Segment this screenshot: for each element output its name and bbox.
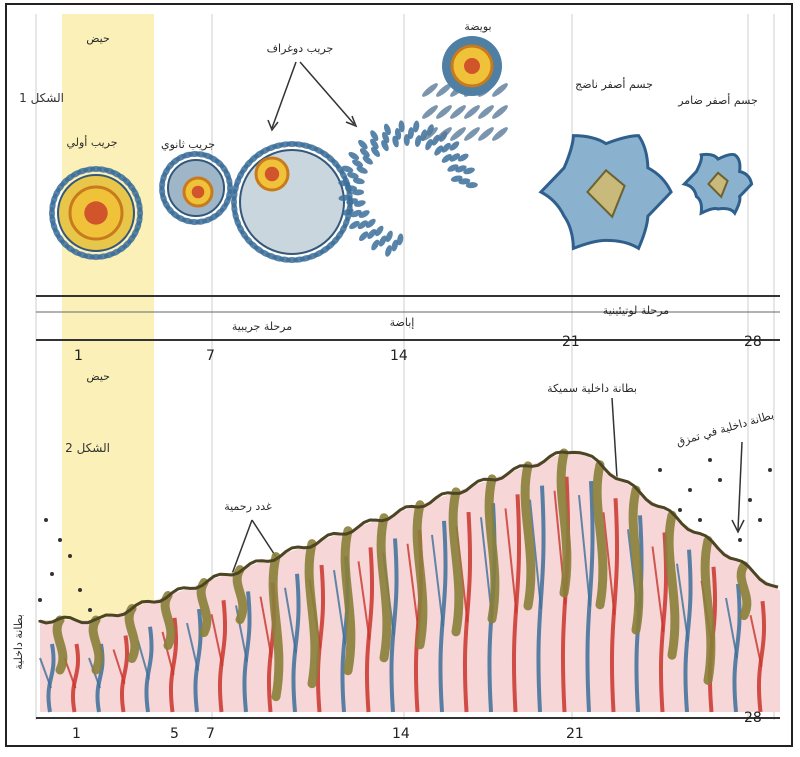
figure2-menses-label: حيض — [86, 370, 110, 383]
graafian-follicle-label: جريب دوغراف — [267, 42, 334, 55]
f1-day-7: 7 — [206, 348, 215, 364]
side-lining-label: بطانة داخلية — [12, 614, 25, 670]
f2-day-28: 28 — [744, 710, 762, 726]
f2-day-14: 14 — [392, 726, 410, 742]
regressed-corpus-label: جسم أصفر ضامر — [677, 93, 758, 107]
thick-lining-label: بطانة داخلية سميكة — [547, 382, 637, 395]
f1-day-28: 28 — [744, 334, 762, 350]
f2-day-7: 7 — [206, 726, 215, 742]
ovule-label: بويضة — [464, 20, 491, 33]
f2-day-1: 1 — [72, 726, 81, 742]
figure1-label: الشكل 1 — [19, 91, 64, 105]
follicular-phase-label: مرحلة جريبية — [232, 320, 292, 333]
luteal-phase-label: مرحلة لوتيئينية — [603, 304, 669, 317]
primary-follicle-drawing — [49, 166, 144, 261]
secondary-follicle-label: جريب ثانوي — [161, 138, 215, 151]
mature-corpus-label: جسم أصفر ناضج — [575, 77, 653, 91]
f2-day-5: 5 — [170, 726, 179, 742]
figure1-menses-label: حيض — [86, 32, 110, 45]
f1-day-1: 1 — [74, 348, 83, 364]
glands-label: غدد رحمية — [224, 500, 272, 513]
ovulation-label: إباضة — [390, 316, 415, 329]
f1-day-14: 14 — [390, 348, 408, 364]
primary-follicle-label: جريب أولي — [66, 135, 117, 149]
figure2-label: الشكل 2 — [65, 441, 110, 455]
f2-day-21: 21 — [566, 726, 584, 742]
f1-day-21: 21 — [562, 334, 580, 350]
